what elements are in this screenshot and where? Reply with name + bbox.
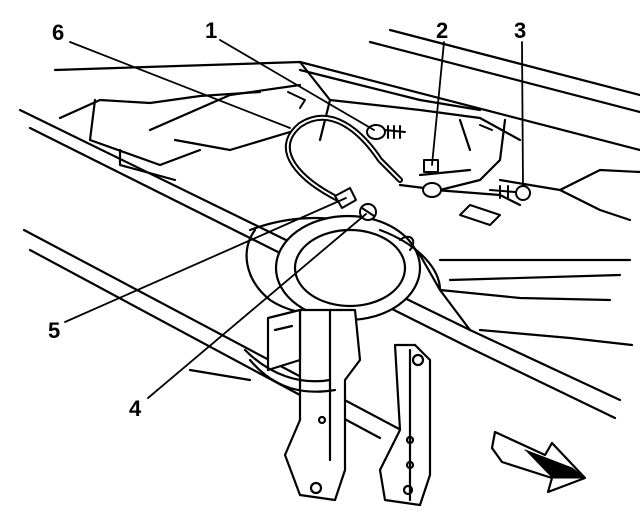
leaf-spring [188,348,337,393]
spring-hanger-left [266,308,362,502]
leader-lines [64,39,524,399]
crossmember [58,60,640,222]
callout-6: 6 [52,20,65,45]
callout-4: 4 [129,396,142,421]
callout-3: 3 [514,18,527,43]
brake-hose [284,114,403,203]
leader-4 [147,213,367,399]
callout-5: 5 [48,318,61,343]
front-direction-arrow-icon [490,430,587,494]
callout-2: 2 [436,18,449,43]
leader-6 [69,41,291,129]
fitting-2 [423,159,439,173]
leader-1 [219,39,375,131]
leader-3 [521,41,524,187]
callout-1: 1 [205,18,218,43]
leader-5 [64,197,347,323]
leader-2 [431,41,445,166]
brake-line [148,68,522,207]
fitting-3 [515,185,531,201]
spring-hanger-right [378,343,432,507]
